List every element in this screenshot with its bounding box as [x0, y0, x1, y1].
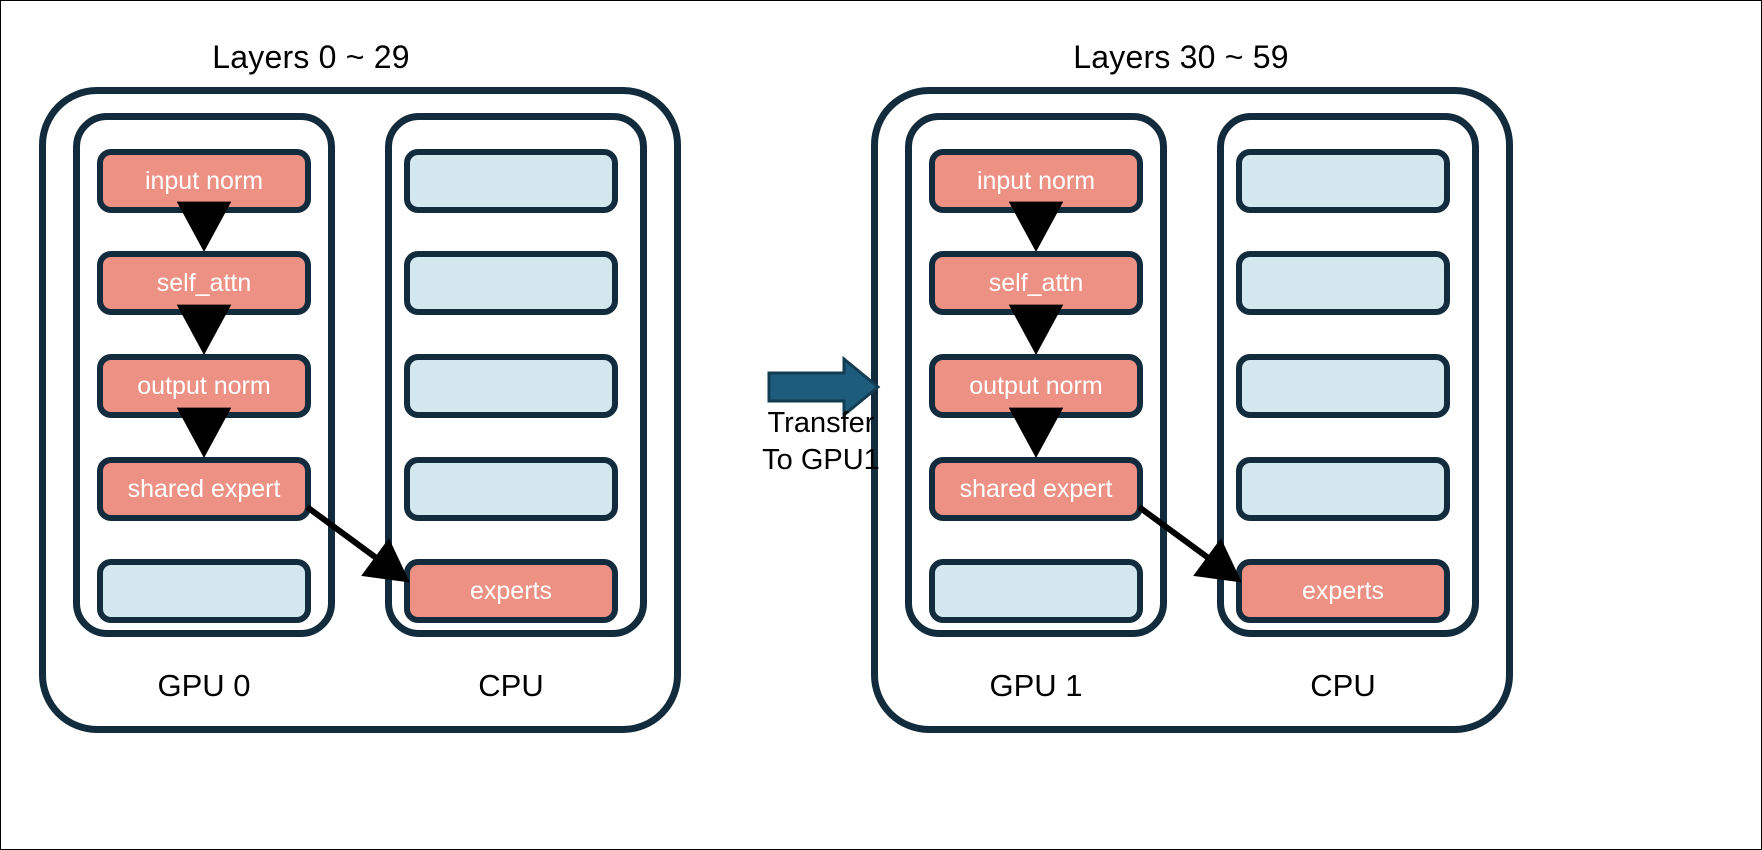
cpu1-block-4[interactable]	[1236, 457, 1450, 521]
gpu0-block-empty[interactable]	[97, 559, 311, 623]
gpu1-block-self-attn[interactable]: self_attn	[929, 251, 1143, 315]
cpu0-block-experts[interactable]: experts	[404, 559, 618, 623]
device-label-gpu1: GPU 1	[989, 668, 1083, 703]
cpu0-block-4[interactable]	[404, 457, 618, 521]
transfer-label-line1: Transfer	[767, 407, 875, 439]
gpu0-block-self-attn[interactable]: self_attn	[97, 251, 311, 315]
transfer-label-line2: To GPU1	[762, 444, 880, 477]
cpu0-block-3[interactable]	[404, 354, 618, 418]
cpu1-block-2[interactable]	[1236, 251, 1450, 315]
gpu1-block-empty[interactable]	[929, 559, 1143, 623]
gpu1-block-output-norm[interactable]: output norm	[929, 354, 1143, 418]
panel-title-left: Layers 0 ~ 29	[212, 39, 410, 75]
device-label-cpu0: CPU	[478, 668, 544, 703]
device-label-gpu0: GPU 0	[157, 668, 251, 703]
panel-title-right: Layers 30 ~ 59	[1073, 39, 1289, 75]
cpu0-block-2[interactable]	[404, 251, 618, 315]
cpu1-block-experts[interactable]: experts	[1236, 559, 1450, 623]
gpu1-block-input-norm[interactable]: input norm	[929, 149, 1143, 213]
cpu0-block-1[interactable]	[404, 149, 618, 213]
cpu1-block-1[interactable]	[1236, 149, 1450, 213]
gpu1-block-shared-expert[interactable]: shared expert	[929, 457, 1143, 521]
device-label-cpu1: CPU	[1310, 668, 1376, 703]
cpu1-block-3[interactable]	[1236, 354, 1450, 418]
gpu0-block-output-norm[interactable]: output norm	[97, 354, 311, 418]
transfer-label: Transfer To GPU1	[701, 405, 941, 479]
gpu0-block-shared-expert[interactable]: shared expert	[97, 457, 311, 521]
gpu0-block-input-norm[interactable]: input norm	[97, 149, 311, 213]
